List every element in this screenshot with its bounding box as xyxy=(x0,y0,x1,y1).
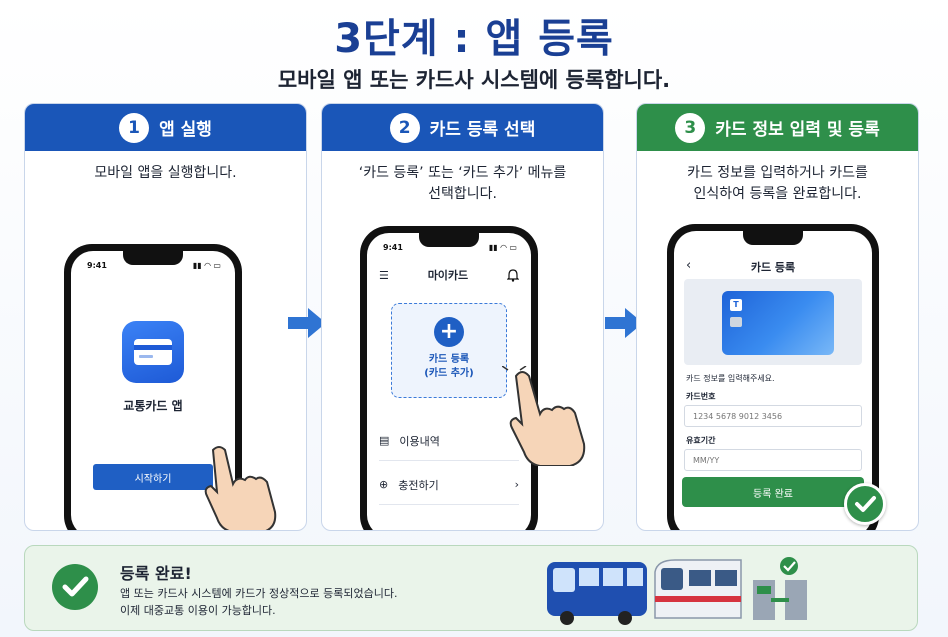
status-time: 9:41 xyxy=(383,243,403,252)
hamburger-menu-icon[interactable]: ☰ xyxy=(379,268,389,282)
banner-line: 앱 또는 카드사 시스템에 카드가 정상적으로 등록되었습니다. xyxy=(120,587,398,600)
card-preview-area: T xyxy=(684,279,862,365)
transit-illustration xyxy=(547,557,807,625)
start-button[interactable]: 시작하기 xyxy=(93,464,213,490)
document-icon: ▤ xyxy=(379,434,390,447)
signal-battery-icon: ▮▮ ◠ ▭ xyxy=(192,261,221,270)
phone-notch xyxy=(123,251,183,265)
checkmark-circle-icon xyxy=(52,564,98,610)
banner-message: 앱 또는 카드사 시스템에 카드가 정상적으로 등록되었습니다. 이제 대중교통… xyxy=(120,585,397,619)
phone-screen: ‹ 카드 등록 T 카드 정보를 입력해주세요. 카드번호 유효기간 등록 완료 xyxy=(674,231,872,530)
register-complete-button[interactable]: 등록 완료 xyxy=(682,477,864,507)
checkmark-icon xyxy=(62,576,89,597)
step-2-title: 카드 등록 선택 xyxy=(429,120,536,140)
step-3-desc-line: 카드 정보를 입력하거나 카드를 xyxy=(687,165,868,181)
banner-line: 이제 대중교통 이용이 가능합니다. xyxy=(120,604,276,617)
step-1-number: 1 xyxy=(119,112,150,143)
card-number-label: 카드번호 xyxy=(686,392,716,401)
app-header: ☰ 마이카드 xyxy=(379,267,519,283)
app-header-title: 카드 등록 xyxy=(750,261,796,274)
step-3-description: 카드 정보를 입력하거나 카드를 인식하여 등록을 완료합니다. xyxy=(637,163,918,205)
step-2-desc-line: ‘카드 등록’ 또는 ‘카드 추가’ 메뉴를 xyxy=(358,165,567,181)
card-app-icon[interactable] xyxy=(122,321,184,383)
signal-battery-icon: ▮▮ ◠ ▭ xyxy=(488,243,517,252)
completion-banner: 등록 완료! 앱 또는 카드사 시스템에 카드가 정상적으로 등록되었습니다. … xyxy=(24,545,918,631)
tapping-hand-icon xyxy=(204,446,277,530)
phone-mockup: ‹ 카드 등록 T 카드 정보를 입력해주세요. 카드번호 유효기간 등록 완료 xyxy=(667,224,879,530)
app-name: 교통카드 앱 xyxy=(123,399,183,413)
input-hint: 카드 정보를 입력해주세요. xyxy=(686,374,775,383)
expiry-input[interactable] xyxy=(684,449,862,471)
status-bar: 9:41 ▮▮ ◠ ▭ xyxy=(87,261,221,270)
add-card-button[interactable]: + 카드 등록 (카드 추가) xyxy=(391,303,507,398)
step-2-description: ‘카드 등록’ 또는 ‘카드 추가’ 메뉴를 선택합니다. xyxy=(322,163,603,205)
banner-title: 등록 완료! xyxy=(120,564,192,583)
card-chip-icon xyxy=(730,317,742,327)
subway-train-icon xyxy=(654,559,742,619)
menu-item-label: 충전하기 xyxy=(398,478,439,492)
phone-mockup: 9:41 ▮▮ ◠ ▭ 교통카드 앱 시작하기 xyxy=(64,244,242,530)
tapping-hand-icon xyxy=(502,366,586,466)
status-bar: 9:41 ▮▮ ◠ ▭ xyxy=(383,243,517,252)
phone-mockup: 9:41 ▮▮ ◠ ▭ ☰ 마이카드 + 카드 등록 (카드 추가) ▤ 이용내… xyxy=(360,226,538,530)
step-3-panel: 3 카드 정보 입력 및 등록 카드 정보를 입력하거나 카드를 인식하여 등록… xyxy=(636,103,919,531)
card-icon xyxy=(134,339,172,365)
bell-icon[interactable] xyxy=(506,268,519,282)
step-2-header: 2 카드 등록 선택 xyxy=(322,104,603,151)
step-2-number: 2 xyxy=(389,112,420,143)
chevron-right-icon: › xyxy=(514,478,519,491)
step-3-desc-line: 인식하여 등록을 완료합니다. xyxy=(693,186,862,202)
step-1-desc-line: 모바일 앱을 실행합니다. xyxy=(94,165,237,181)
checkmark-icon xyxy=(855,496,876,512)
step-2-panel: 2 카드 등록 선택 ‘카드 등록’ 또는 ‘카드 추가’ 메뉴를 선택합니다.… xyxy=(321,103,604,531)
transit-card-image: T xyxy=(722,291,834,355)
success-check-badge xyxy=(844,483,886,525)
recharge-icon: ⊕ xyxy=(379,478,389,491)
status-time: 9:41 xyxy=(87,261,107,270)
step-3-number: 3 xyxy=(675,112,706,143)
expiry-label: 유효기간 xyxy=(686,436,716,445)
step-3-header: 3 카드 정보 입력 및 등록 xyxy=(637,104,918,151)
phone-screen: 9:41 ▮▮ ◠ ▭ 교통카드 앱 시작하기 xyxy=(71,251,235,530)
phone-screen: 9:41 ▮▮ ◠ ▭ ☰ 마이카드 + 카드 등록 (카드 추가) ▤ 이용내… xyxy=(367,233,531,530)
arrow-right-icon xyxy=(605,308,643,338)
phone-notch xyxy=(743,231,803,245)
page-subtitle: 모바일 앱 또는 카드사 시스템에 등록합니다. xyxy=(277,68,671,92)
menu-item-history[interactable]: ▤ 이용내역 xyxy=(379,421,519,461)
card-number-input[interactable] xyxy=(684,405,862,427)
menu-item-recharge[interactable]: ⊕ 충전하기 › xyxy=(379,465,519,505)
step-1-description: 모바일 앱을 실행합니다. xyxy=(25,163,306,184)
bus-icon xyxy=(547,562,647,625)
add-card-sublabel: (카드 추가) xyxy=(424,368,474,379)
step-1-title: 앱 실행 xyxy=(159,120,212,140)
card-logo-badge: T xyxy=(730,299,742,311)
step-3-title: 카드 정보 입력 및 등록 xyxy=(715,120,880,140)
step-1-header: 1 앱 실행 xyxy=(25,104,306,151)
arrow-right-icon xyxy=(288,308,326,338)
add-card-label: 카드 등록 xyxy=(428,354,470,365)
page-title: 3단계 : 앱 등록 xyxy=(334,16,614,62)
back-arrow-icon[interactable]: ‹ xyxy=(686,258,692,273)
step-1-panel: 1 앱 실행 모바일 앱을 실행합니다. 9:41 ▮▮ ◠ ▭ 교통카드 앱 … xyxy=(24,103,307,531)
phone-notch xyxy=(419,233,479,247)
step-2-desc-line: 선택합니다. xyxy=(428,186,497,202)
fare-gate-icon xyxy=(753,557,807,620)
app-header-title: 마이카드 xyxy=(427,269,469,282)
plus-icon: + xyxy=(434,317,464,347)
menu-item-label: 이용내역 xyxy=(399,434,440,448)
